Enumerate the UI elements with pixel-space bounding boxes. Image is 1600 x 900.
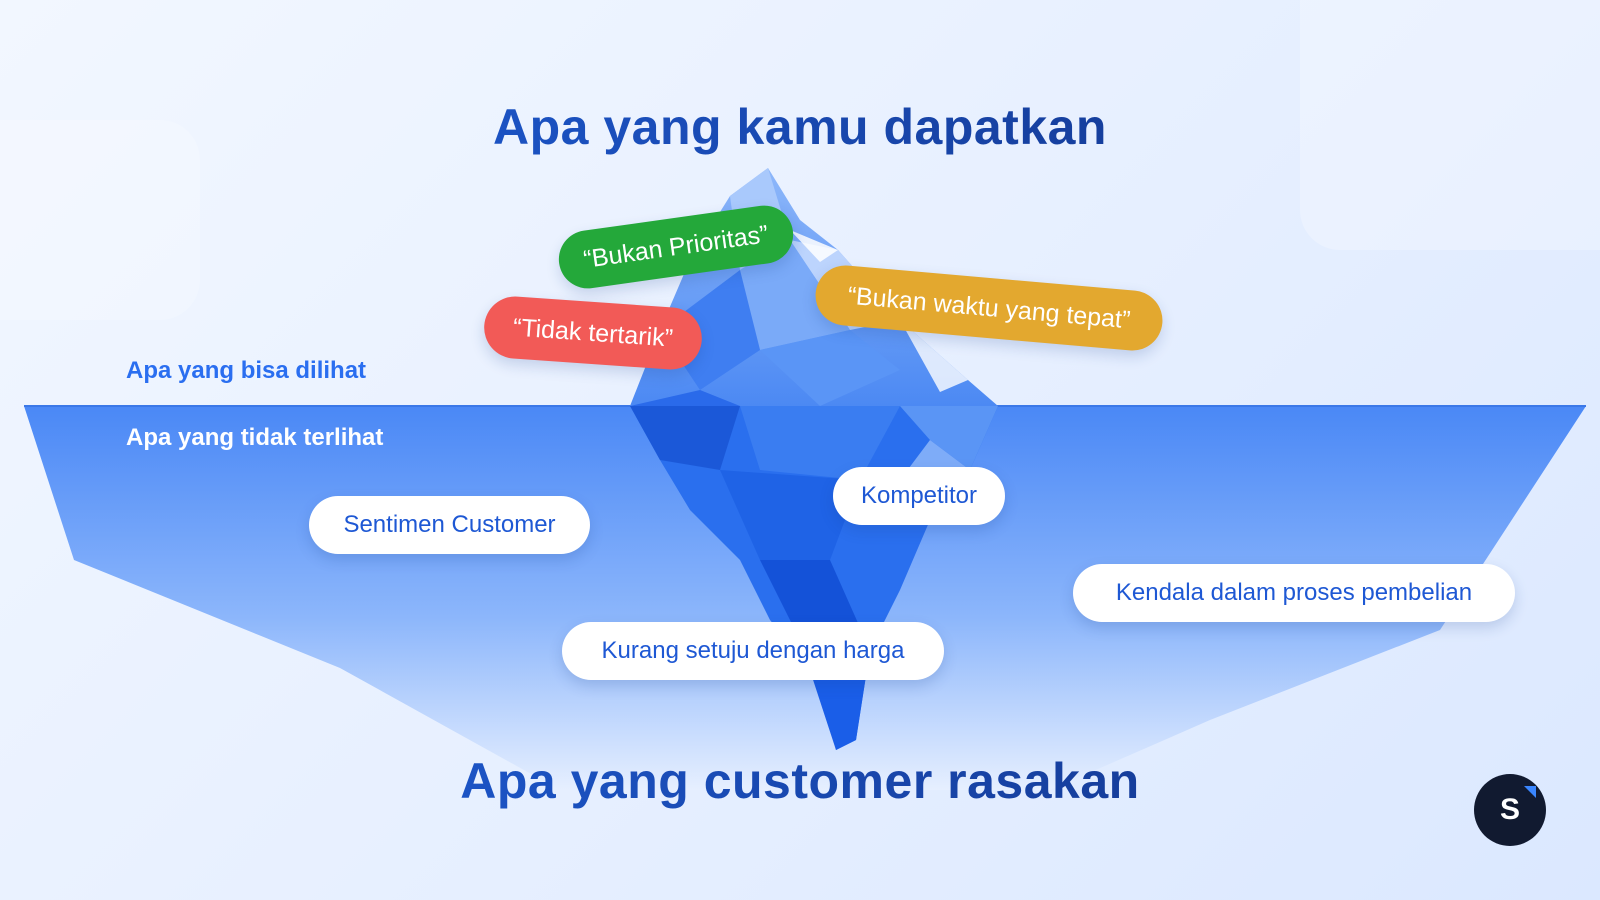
logo-letter: S xyxy=(1499,793,1520,826)
label-visible-area: Apa yang bisa dilihat xyxy=(126,357,367,384)
page-title-bottom: Apa yang customer rasakan xyxy=(0,752,1600,810)
brand-s-logo-icon: S xyxy=(1474,774,1546,846)
page-title-top: Apa yang kamu dapatkan xyxy=(0,98,1600,156)
label-hidden-area: Apa yang tidak terlihat xyxy=(126,424,384,451)
pill-kendala-pembelian: Kendala dalam proses pembelian xyxy=(1073,564,1515,622)
pill-kompetitor: Kompetitor xyxy=(833,467,1005,525)
bg-decor-panel-left xyxy=(0,120,200,320)
logo-accent-icon xyxy=(1524,786,1536,798)
bg-decor-panel xyxy=(1300,0,1600,250)
pill-sentimen-customer: Sentimen Customer xyxy=(309,496,590,554)
pill-kurang-setuju-harga: Kurang setuju dengan harga xyxy=(562,622,944,680)
